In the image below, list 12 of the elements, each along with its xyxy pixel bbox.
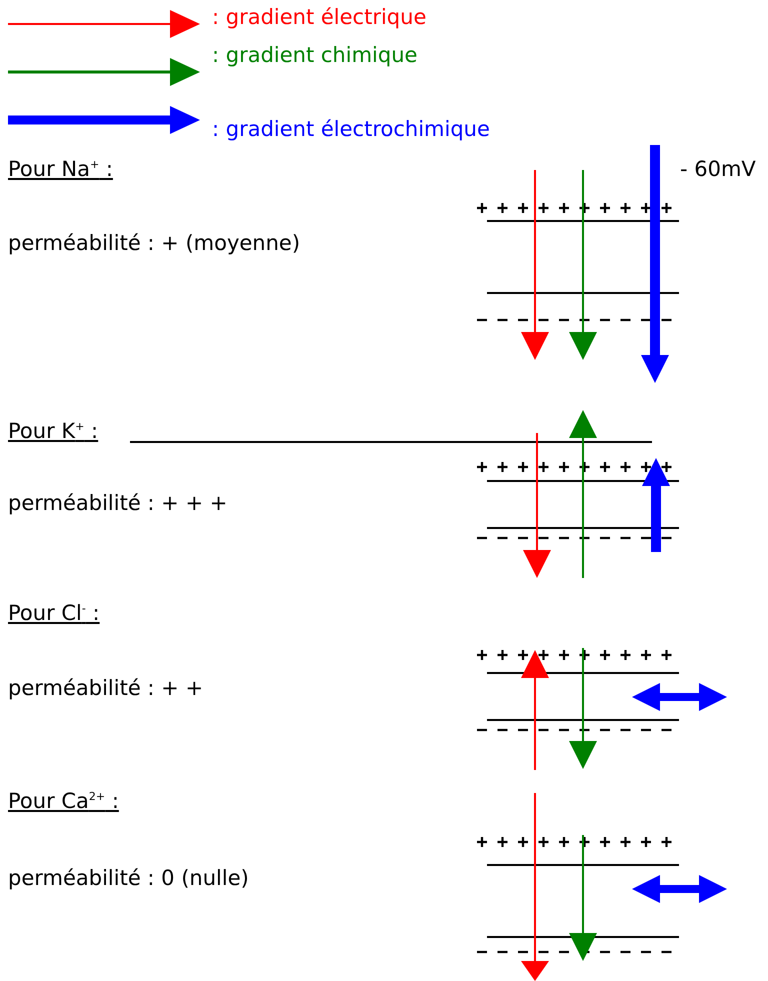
legend-label: : gradient électrochimique [212,118,490,142]
section-heading: Pour Cl$^{-}$ : [8,602,100,626]
section-heading: Pour Ca$^{2+}$ : [8,790,119,814]
permeability-label: perméabilité : + + [8,677,204,700]
legend-label: : gradient électrique [212,6,426,30]
legend-label: : gradient chimique [212,44,418,68]
section-heading: Pour K$^{+}$ : [8,420,98,444]
section-heading: Pour Na$^{+}$ : [8,158,113,182]
permeability-label: perméabilité : 0 (nulle) [8,867,249,890]
permeability-label: perméabilité : + (moyenne) [8,232,300,256]
permeability-label: perméabilité : + + + [8,492,228,516]
voltage-label: - 60mV [680,158,756,182]
